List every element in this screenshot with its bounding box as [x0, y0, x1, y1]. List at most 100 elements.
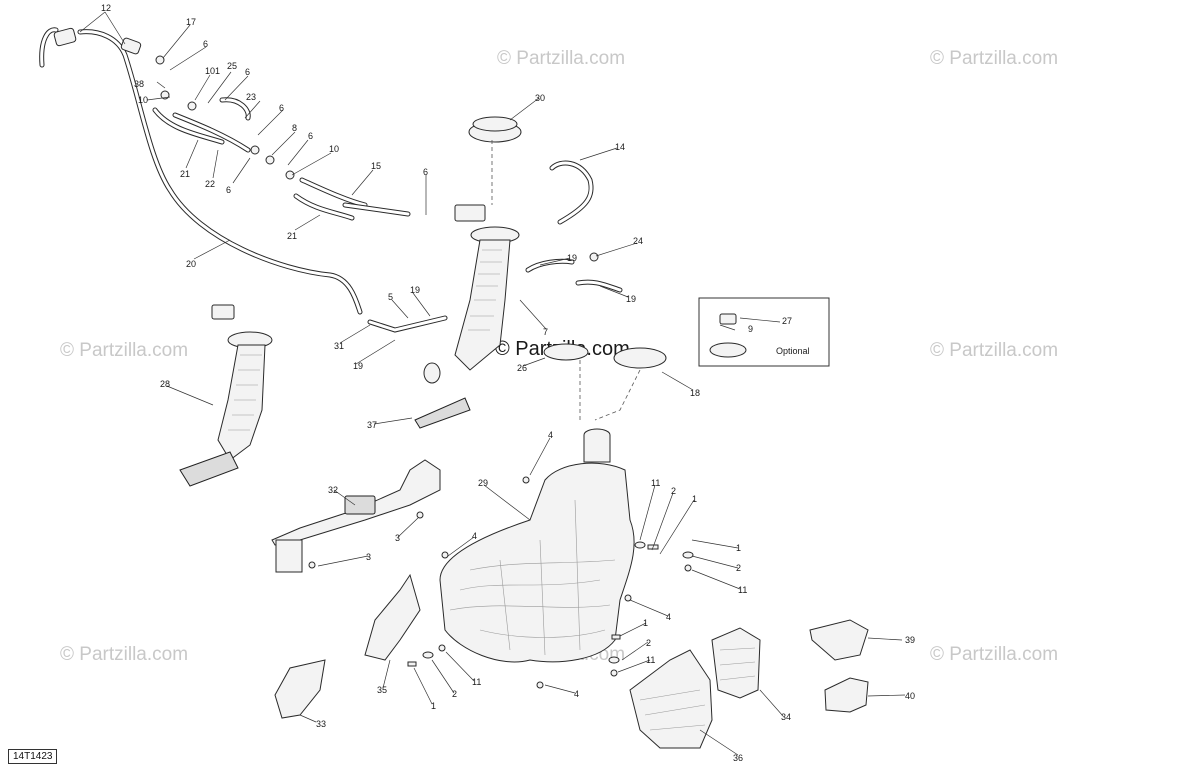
watermark: © Partzilla.com [60, 644, 188, 665]
callout: 19 [626, 294, 636, 304]
callout: 101 [205, 66, 220, 76]
nut-4 [522, 476, 530, 484]
callout: 4 [666, 612, 671, 622]
callout: 33 [316, 719, 326, 729]
callout: 22 [205, 179, 215, 189]
fitting-10 [285, 170, 295, 180]
bracket-body [271, 459, 441, 546]
optional-cap-box: Optional [698, 297, 830, 367]
callout: 1 [692, 494, 697, 504]
shield-33 [274, 659, 326, 719]
shield-40 [824, 677, 869, 713]
callout: 10 [138, 95, 148, 105]
callout: 2 [452, 689, 457, 699]
optional-label: Optional [776, 346, 810, 356]
callout-numbers: 12 17 6 38 101 25 6 10 23 6 8 6 10 21 22… [101, 3, 915, 763]
nut-11c [438, 644, 446, 652]
pump-connector [454, 204, 486, 222]
callout: 19 [567, 253, 577, 263]
heat-shields [274, 573, 869, 749]
callout: 18 [690, 388, 700, 398]
callout: 11 [738, 585, 747, 595]
callout: 21 [287, 231, 297, 241]
cap-27 [709, 342, 747, 358]
callout: 6 [308, 131, 313, 141]
nut-11 [684, 564, 692, 572]
fuel-float [423, 362, 441, 384]
callout: 36 [733, 753, 743, 763]
callout: 3 [366, 552, 371, 562]
watermark: © Partzilla.com [930, 48, 1058, 69]
callout: 1 [736, 543, 741, 553]
bolt-1c [407, 661, 417, 667]
callout: 6 [226, 185, 231, 195]
callout: 10 [329, 144, 339, 154]
callout: 11 [646, 655, 655, 665]
callout: 4 [472, 531, 477, 541]
gasket-26 [543, 343, 589, 361]
callout: 1 [431, 701, 436, 711]
shield-39 [809, 619, 869, 661]
fitting-101 [187, 101, 197, 111]
bracket-32 [271, 459, 441, 573]
callout: 34 [781, 712, 791, 722]
fitting-6 [160, 90, 170, 100]
fuel-pump-28 [179, 304, 273, 487]
vent-hose-assembly [39, 27, 448, 333]
callout: 12 [101, 3, 111, 13]
callout: 2 [736, 563, 741, 573]
cap-18 [613, 347, 667, 369]
bracket-clip [344, 495, 376, 515]
callout: 38 [134, 79, 144, 89]
shield-36 [629, 649, 713, 749]
callout: 5 [388, 292, 393, 302]
diagram-code: 14T1423 [8, 749, 58, 764]
fill-components [468, 116, 667, 421]
callout: 26 [517, 363, 527, 373]
fitting-17 [155, 55, 165, 65]
callout: 3 [395, 533, 400, 543]
bracket-mount [275, 539, 303, 573]
callout: 37 [367, 420, 377, 430]
callout: 31 [334, 341, 344, 351]
callout: 23 [246, 92, 256, 102]
fuel-tank-29 [439, 428, 635, 663]
clamp-12 [53, 27, 77, 47]
hose-21 [152, 107, 225, 145]
callout: 15 [371, 161, 381, 171]
callout: 40 [905, 691, 915, 701]
watermark: © Partzilla.com [930, 340, 1058, 361]
pump-28-filter [179, 451, 239, 487]
callout: 4 [548, 430, 553, 440]
filter-37 [414, 397, 471, 429]
shield-34 [711, 627, 761, 699]
callout: 8 [292, 123, 297, 133]
check-valve-24 [589, 252, 599, 262]
fitting-8 [265, 155, 275, 165]
callout: 6 [245, 67, 250, 77]
callout: 20 [186, 259, 196, 269]
pump-body [454, 239, 511, 371]
bolt-1b [611, 634, 621, 640]
callout: 30 [535, 93, 545, 103]
callout: 19 [410, 285, 420, 295]
callout: 39 [905, 635, 915, 645]
callout: 7 [543, 327, 548, 337]
callout: 19 [353, 361, 363, 371]
hardware [308, 476, 694, 689]
nut-4d [536, 681, 544, 689]
callout: 6 [279, 103, 284, 113]
washer-2 [634, 541, 646, 549]
screw-3b [308, 561, 316, 569]
callout: 6 [423, 167, 428, 177]
callout: 27 [782, 316, 792, 326]
callout: 2 [646, 638, 651, 648]
callout: 17 [186, 17, 196, 27]
callout: 6 [203, 39, 208, 49]
callout: 21 [180, 169, 190, 179]
callout: 35 [377, 685, 387, 695]
watermark: © Partzilla.com [930, 644, 1058, 665]
callout: 25 [227, 61, 237, 71]
screw-3 [416, 511, 424, 519]
